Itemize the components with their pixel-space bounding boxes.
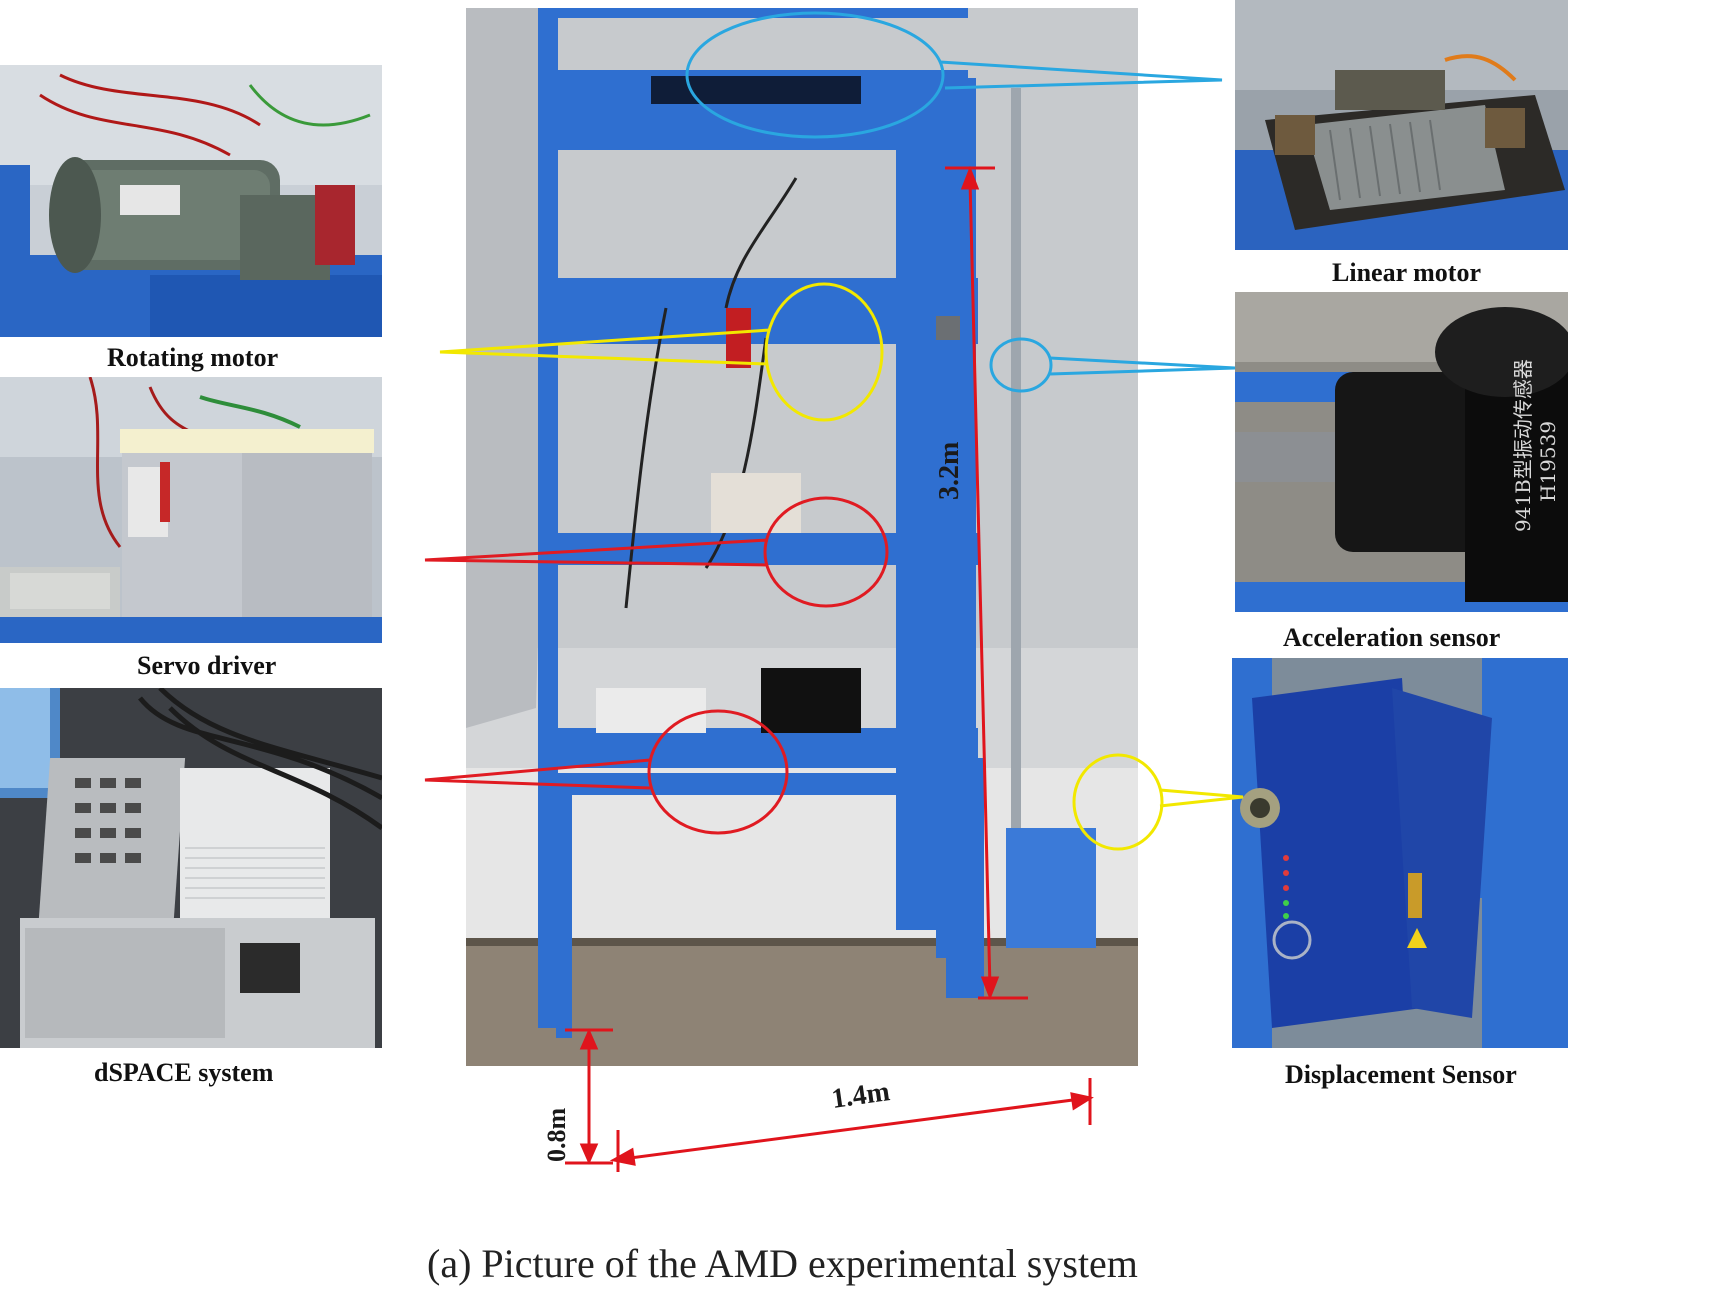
sensor-model-text: 941B型振动传感器 (1511, 359, 1535, 532)
acceleration-sensor-callout-line (1049, 356, 1236, 376)
servo-driver-callout-ellipse (763, 496, 889, 608)
rotating-motor-callout-ellipse (764, 282, 884, 422)
displacement-sensor-callout-ellipse (1072, 753, 1164, 851)
sensor-serial-text: H19539 (1536, 421, 1560, 502)
dspace-system-caption: dSPACE system (94, 1058, 274, 1087)
height-dimension-label: 3.2m (934, 442, 965, 500)
base-dimension (565, 1028, 613, 1165)
height-dimension (945, 165, 1028, 1001)
base-dimension-label: 0.8m (542, 1108, 571, 1163)
dspace-system-photo (0, 688, 382, 1048)
width-dimension-label: 1.4m (830, 1076, 892, 1115)
servo-driver-callout-line (424, 538, 769, 567)
servo-driver-caption: Servo driver (137, 651, 277, 680)
linear-motor-caption: Linear motor (1332, 258, 1481, 287)
linear-motor-callout-line (939, 60, 1223, 90)
displacement-sensor-caption: Displacement Sensor (1285, 1060, 1517, 1089)
displacement-sensor-callout-line (1159, 788, 1244, 808)
acceleration-sensor-photo: 941B型振动传感器 H19539 (1235, 292, 1568, 612)
linear-motor-callout-ellipse (685, 11, 945, 139)
rotating-motor-photo (0, 65, 382, 337)
servo-driver-photo (0, 377, 382, 643)
acceleration-sensor-callout-ellipse (989, 337, 1053, 393)
acceleration-sensor-caption: Acceleration sensor (1283, 623, 1501, 652)
figure-caption: (a) Picture of the AMD experimental syst… (427, 1241, 1138, 1286)
width-dimension (609, 1078, 1094, 1172)
displacement-sensor-photo (1232, 658, 1568, 1048)
rotating-motor-callout-line (439, 328, 771, 366)
linear-motor-photo (1235, 0, 1568, 250)
dspace-callout-line (424, 758, 651, 790)
dspace-callout-ellipse (647, 709, 789, 835)
rotating-motor-caption: Rotating motor (107, 343, 279, 372)
amd-structure-photo (466, 8, 1138, 1066)
